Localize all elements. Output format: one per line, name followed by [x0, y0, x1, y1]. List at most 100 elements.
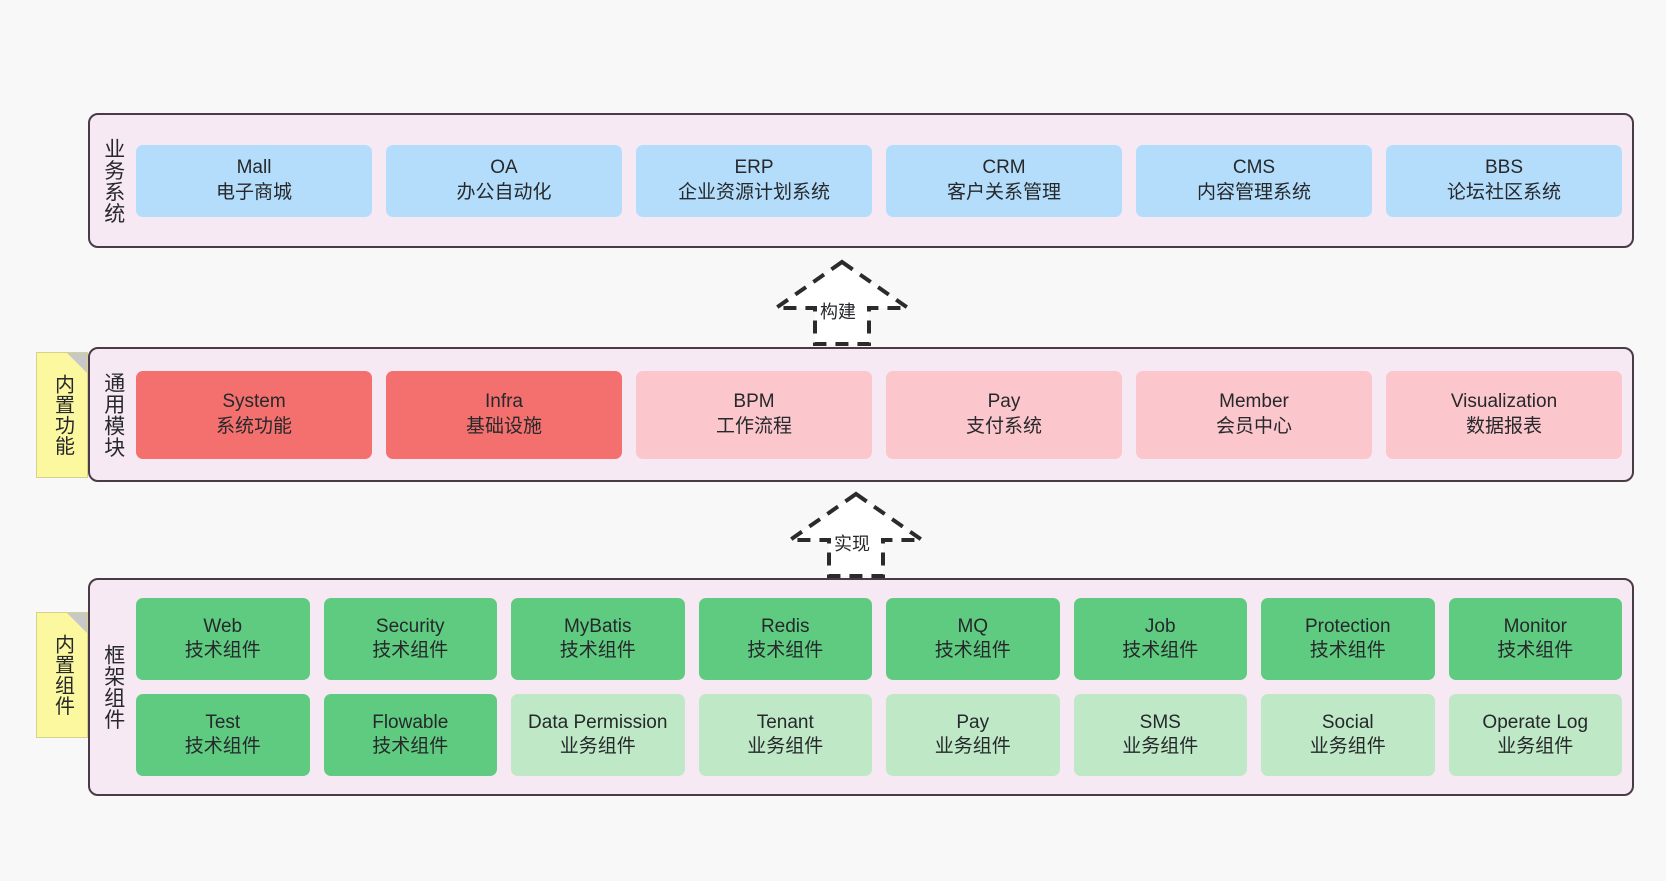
connector-implement-arrow: 实现 [771, 490, 941, 578]
box-visualization-desc: 数据报表 [1465, 415, 1542, 437]
box-data-permission-desc: 业务组件 [559, 736, 636, 757]
box-tenant-desc: 业务组件 [747, 736, 824, 757]
box-operate-log-name: Operate Log [1482, 711, 1589, 733]
box-redis-name: Redis [760, 615, 810, 637]
box-mybatis-name: MyBatis [563, 615, 632, 637]
box-pay-module[interactable]: Pay 支付系统 [886, 370, 1122, 459]
box-oa-desc: 办公自动化 [456, 181, 552, 203]
box-mall-name: Mall [236, 157, 272, 179]
box-visualization-name: Visualization [1450, 391, 1558, 413]
box-system-name: System [222, 391, 286, 413]
box-data-permission[interactable]: Data Permission 业务组件 [511, 694, 685, 776]
box-operate-log-desc: 业务组件 [1497, 736, 1574, 757]
box-monitor-name: Monitor [1503, 615, 1567, 637]
box-protection-desc: 技术组件 [1309, 640, 1386, 661]
box-mq-name: MQ [957, 615, 989, 637]
layer-business-body: Mall 电子商城 OA 办公自动化 ERP 企业资源计划系统 CRM 客户关系… [136, 115, 1632, 246]
box-system[interactable]: System 系统功能 [136, 370, 372, 459]
box-bbs-desc: 论坛社区系统 [1446, 181, 1561, 203]
box-crm[interactable]: CRM 客户关系管理 [886, 144, 1122, 217]
box-bbs-name: BBS [1484, 157, 1524, 179]
box-redis-desc: 技术组件 [747, 640, 824, 661]
box-web-desc: 技术组件 [184, 640, 261, 661]
box-protection-name: Protection [1304, 615, 1391, 637]
layer-framework-title: 框架组件 [101, 644, 125, 730]
box-monitor-desc: 技术组件 [1497, 640, 1574, 661]
box-mybatis[interactable]: MyBatis 技术组件 [511, 598, 685, 680]
box-infra-name: Infra [484, 391, 524, 413]
note-builtin-features: 内置功能 [36, 352, 88, 478]
box-erp[interactable]: ERP 企业资源计划系统 [636, 144, 872, 217]
connector-build-label: 构建 [820, 302, 856, 322]
box-infra-desc: 基础设施 [465, 415, 542, 437]
common-items-row: System 系统功能 Infra 基础设施 BPM 工作流程 Pay 支付系统… [136, 370, 1622, 459]
box-crm-desc: 客户关系管理 [946, 181, 1061, 203]
box-web-name: Web [203, 615, 243, 637]
box-job[interactable]: Job 技术组件 [1073, 598, 1247, 680]
box-erp-desc: 企业资源计划系统 [677, 181, 830, 203]
box-test-name: Test [205, 711, 241, 733]
box-sms-name: SMS [1139, 711, 1181, 733]
box-mq[interactable]: MQ 技术组件 [886, 598, 1060, 680]
box-security-name: Security [375, 615, 445, 637]
box-mall-desc: 电子商城 [215, 181, 292, 203]
box-pay-component[interactable]: Pay 业务组件 [886, 694, 1060, 776]
box-mq-desc: 技术组件 [934, 640, 1011, 661]
box-sms[interactable]: SMS 业务组件 [1073, 694, 1247, 776]
box-social-name: Social [1321, 711, 1374, 733]
framework-tech-row: Web 技术组件 Security 技术组件 MyBatis 技术组件 Redi… [136, 598, 1622, 680]
box-pay-module-name: Pay [987, 391, 1021, 413]
box-bpm[interactable]: BPM 工作流程 [636, 370, 872, 459]
box-visualization[interactable]: Visualization 数据报表 [1386, 370, 1622, 459]
box-web[interactable]: Web 技术组件 [136, 598, 310, 680]
box-member-name: Member [1219, 391, 1289, 413]
box-social[interactable]: Social 业务组件 [1261, 694, 1435, 776]
box-flowable[interactable]: Flowable 技术组件 [323, 694, 497, 776]
box-oa-name: OA [490, 157, 518, 179]
box-system-desc: 系统功能 [215, 415, 292, 437]
connector-implement-label: 实现 [834, 534, 870, 554]
box-monitor[interactable]: Monitor 技术组件 [1448, 598, 1622, 680]
box-mall[interactable]: Mall 电子商城 [136, 144, 372, 217]
box-redis[interactable]: Redis 技术组件 [698, 598, 872, 680]
layer-common-body: System 系统功能 Infra 基础设施 BPM 工作流程 Pay 支付系统… [136, 349, 1632, 480]
box-cms[interactable]: CMS 内容管理系统 [1136, 144, 1372, 217]
box-tenant[interactable]: Tenant 业务组件 [698, 694, 872, 776]
box-flowable-desc: 技术组件 [372, 736, 449, 757]
box-security-desc: 技术组件 [372, 640, 449, 661]
box-pay-module-desc: 支付系统 [965, 415, 1042, 437]
box-member-desc: 会员中心 [1215, 415, 1292, 437]
box-cms-desc: 内容管理系统 [1196, 181, 1311, 203]
box-social-desc: 业务组件 [1309, 736, 1386, 757]
layer-business-systems: 业务系统 Mall 电子商城 OA 办公自动化 ERP 企业资源计划系统 CRM… [88, 113, 1634, 248]
business-items-row: Mall 电子商城 OA 办公自动化 ERP 企业资源计划系统 CRM 客户关系… [136, 144, 1622, 217]
box-mybatis-desc: 技术组件 [559, 640, 636, 661]
layer-common-title: 通用模块 [101, 371, 125, 458]
box-job-desc: 技术组件 [1122, 640, 1199, 661]
box-erp-name: ERP [734, 157, 774, 179]
box-security[interactable]: Security 技术组件 [323, 598, 497, 680]
box-crm-name: CRM [982, 157, 1026, 179]
box-pay-component-desc: 业务组件 [934, 736, 1011, 757]
box-test[interactable]: Test 技术组件 [136, 694, 310, 776]
layer-framework-components: 框架组件 Web 技术组件 Security 技术组件 MyBatis 技术组件… [88, 578, 1634, 796]
framework-business-row: Test 技术组件 Flowable 技术组件 Data Permission … [136, 694, 1622, 776]
box-bpm-desc: 工作流程 [715, 415, 792, 437]
box-member[interactable]: Member 会员中心 [1136, 370, 1372, 459]
layer-business-title: 业务系统 [101, 137, 125, 224]
layer-common-modules: 通用模块 System 系统功能 Infra 基础设施 BPM 工作流程 Pay… [88, 347, 1634, 482]
box-operate-log[interactable]: Operate Log 业务组件 [1448, 694, 1622, 776]
layer-framework-body: Web 技术组件 Security 技术组件 MyBatis 技术组件 Redi… [136, 580, 1632, 794]
box-tenant-name: Tenant [756, 711, 814, 733]
box-cms-name: CMS [1232, 157, 1276, 179]
box-protection[interactable]: Protection 技术组件 [1261, 598, 1435, 680]
box-job-name: Job [1144, 615, 1176, 637]
connector-build-arrow: 构建 [757, 258, 927, 346]
box-oa[interactable]: OA 办公自动化 [386, 144, 622, 217]
box-infra[interactable]: Infra 基础设施 [386, 370, 622, 459]
box-sms-desc: 业务组件 [1122, 736, 1199, 757]
box-bbs[interactable]: BBS 论坛社区系统 [1386, 144, 1622, 217]
box-data-permission-name: Data Permission [528, 711, 668, 733]
box-bpm-name: BPM [733, 391, 775, 413]
